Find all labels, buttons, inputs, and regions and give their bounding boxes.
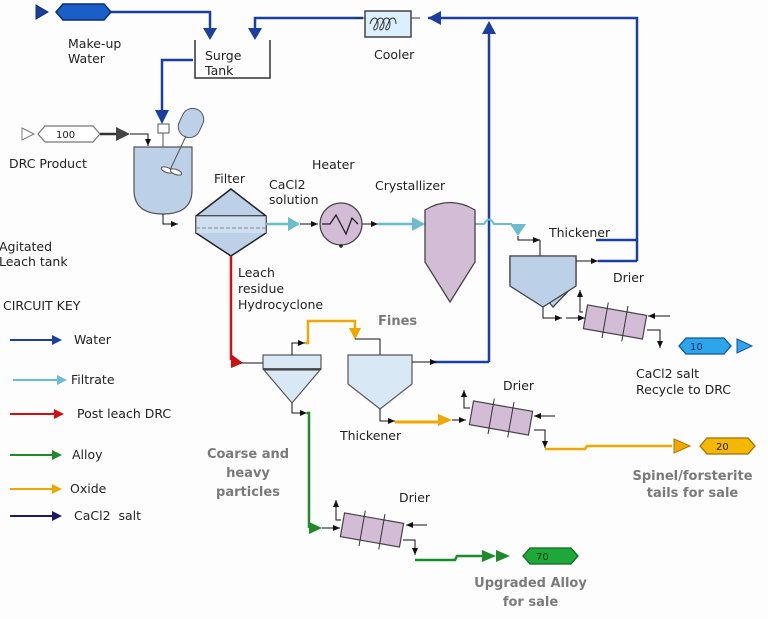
- thickener-top-label: Thickener: [549, 225, 611, 240]
- thickener-mid: [347, 354, 466, 426]
- arrow-surge-leach: [155, 110, 169, 124]
- key-label-oxide: Oxide: [70, 481, 107, 496]
- makeup-water-line: [110, 10, 212, 30]
- agitated-leach-tank: [133, 107, 205, 227]
- hydrocyclone-label: Leach residue Hydrocyclone: [238, 265, 324, 312]
- hydrocyclone: [262, 340, 322, 416]
- recycle-top-line: [428, 16, 639, 240]
- key-label-water: Water: [74, 332, 111, 347]
- spinel-tag-text: 20: [716, 442, 729, 453]
- key-label-alloy: Alloy: [72, 447, 103, 462]
- drier-top-label: Drier: [613, 270, 645, 285]
- cacl2-recycle-tag-text: 10: [690, 342, 703, 353]
- cooler-label: Cooler: [374, 47, 415, 62]
- makeup-water-tag: [55, 3, 112, 21]
- water-lines: [110, 10, 639, 364]
- circuit-key-arrows: [10, 335, 67, 521]
- makeup-water-label: Make-up Water: [68, 36, 122, 66]
- arrow-to-cooler: [428, 11, 441, 25]
- circuit-key-title: CIRCUIT KEY: [3, 298, 81, 313]
- alloy-product-label: Upgraded Alloy for sale: [474, 576, 587, 610]
- filtrate-lines: [266, 217, 540, 243]
- fines-label: Fines: [378, 314, 418, 329]
- drier-bottom-label: Drier: [399, 490, 431, 505]
- surge-tank: [194, 40, 271, 79]
- cooler: [355, 10, 420, 38]
- alloy-tag: [522, 547, 579, 565]
- filter-label: Filter: [214, 171, 245, 186]
- crystallizer: [424, 201, 476, 304]
- cacl2-recycle-tag: [678, 337, 732, 355]
- filter: [195, 188, 267, 257]
- oxide-tails-line: [545, 438, 692, 454]
- leach-tank-label: Agitated Leach tank: [0, 239, 68, 269]
- drc-feed-arrowhead: [116, 127, 130, 141]
- cacl2-recycle-label: CaCl2 salt Recycle to DRC: [636, 366, 732, 397]
- thickener-top: [509, 240, 639, 321]
- cooler-coil-icon: [369, 17, 397, 31]
- surge-tank-label: Surge Tank: [205, 48, 242, 78]
- agitator-motor: [177, 107, 205, 139]
- alloy-line: [307, 411, 340, 534]
- cacl2-solution-label: CaCl2 solution: [269, 177, 319, 207]
- alloy-tag-text: 70: [536, 552, 549, 563]
- heater-zigzag-icon: [322, 213, 359, 236]
- water-arrowheads: [155, 11, 496, 124]
- arrow-cooler-surge: [248, 28, 262, 40]
- thickener-mid-label: Thickener: [340, 428, 402, 443]
- drc-feed-line: [130, 133, 151, 146]
- heater: [319, 202, 363, 248]
- alloy-product-line: [415, 550, 510, 562]
- heater-label: Heater: [312, 157, 355, 172]
- drier-top: [566, 290, 670, 348]
- drc-product-tag-text: 100: [56, 130, 75, 141]
- crystallizer-label: Crystallizer: [375, 178, 446, 193]
- drc-product-label: DRC Product: [9, 156, 87, 171]
- arrow-up-main: [482, 21, 496, 34]
- drier-bottom: [333, 500, 427, 555]
- arrow-makeup-surge: [203, 28, 217, 40]
- drier-mid: [461, 390, 555, 448]
- spinel-tag: [699, 437, 756, 455]
- makeup-source-arrow: [35, 4, 49, 20]
- key-label-post-leach: Post leach DRC: [77, 406, 172, 421]
- surge-to-leach-line: [160, 58, 193, 112]
- key-label-filtrate: Filtrate: [71, 372, 115, 387]
- key-label-salt: CaCl2 salt: [74, 508, 142, 523]
- drc-source-arrow: [21, 127, 36, 141]
- cacl2-recycle-arrow: [736, 338, 754, 354]
- coarse-particles-label: Coarse and heavy particles: [206, 447, 290, 500]
- spinel-label: Spinel/forsterite tails for sale: [632, 469, 753, 501]
- drier-mid-label: Drier: [503, 378, 535, 393]
- oxide-fines-line: [305, 319, 381, 355]
- cooler-to-surge-line: [253, 16, 363, 30]
